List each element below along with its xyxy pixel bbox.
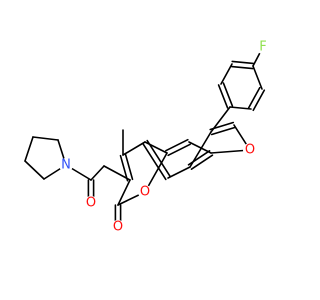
single-bond: [167, 166, 191, 179]
single-bond: [32, 136, 59, 141]
atom-label-o-carbonyl-lactone: O: [113, 220, 123, 235]
single-bond: [144, 152, 168, 193]
double-bond-line: [167, 143, 191, 157]
double-bond-line: [124, 153, 134, 181]
double-bond-line: [210, 126, 236, 136]
atom-label-n-pyrrolidine: N: [61, 158, 71, 173]
atom-label-background: [84, 196, 98, 210]
double-bond-line: [217, 84, 229, 109]
double-bond-line: [119, 154, 129, 182]
single-bond: [122, 141, 146, 156]
single-bond: [24, 160, 45, 180]
atom-label-background: [243, 143, 257, 157]
atom-label-f: F: [259, 40, 266, 55]
double-bond-line: [165, 138, 189, 152]
atom-label-background: [256, 40, 270, 54]
double-bond-line: [190, 154, 214, 170]
single-bond: [117, 179, 131, 206]
single-bond: [189, 131, 212, 168]
double-bond-line: [231, 60, 255, 65]
structure-diagram: F O O O O N: [24, 39, 270, 235]
atom-label-o-carbonyl-amide: O: [86, 196, 96, 211]
molecule-drawing: F O O O O N: [24, 39, 270, 235]
single-bond: [220, 63, 233, 85]
double-bond-line: [230, 65, 254, 70]
double-bond-line: [247, 86, 261, 109]
double-bond-line: [146, 139, 171, 178]
single-bond: [144, 141, 168, 154]
double-bond-line: [222, 82, 234, 107]
single-bond: [103, 165, 131, 181]
atom-label-o-lactone: O: [140, 185, 150, 200]
single-bond: [24, 136, 34, 162]
double-bond-line: [252, 89, 266, 112]
single-bond: [90, 165, 105, 181]
atom-label-background: [138, 185, 152, 199]
bond-layer: [24, 46, 266, 228]
single-bond: [210, 106, 231, 133]
atom-label-background: [59, 158, 73, 172]
atom-label-o-furan: O: [245, 143, 255, 158]
single-bond: [188, 141, 212, 154]
atom-label-layer: F O O O O N: [59, 40, 270, 235]
double-bond-line: [142, 142, 167, 181]
single-bond: [252, 65, 263, 90]
single-bond: [229, 106, 252, 110]
atom-label-background: [111, 220, 125, 234]
